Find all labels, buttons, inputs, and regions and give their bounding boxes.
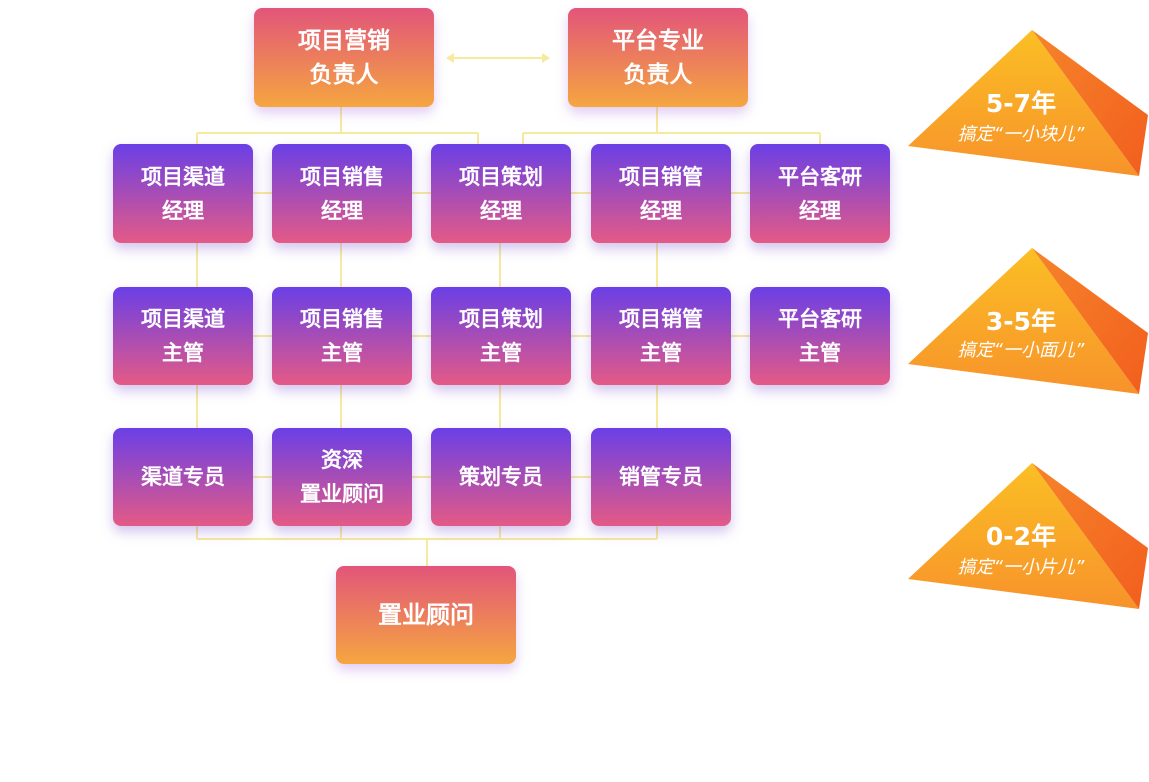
sales-admin-specialist-box: 销管专员 — [591, 428, 731, 526]
planning-specialist-box: 策划专员 — [431, 428, 571, 526]
box-line1: 策划专员 — [459, 465, 543, 489]
box-line2: 经理 — [321, 198, 363, 223]
pyramid-years: 3-5年 — [985, 307, 1057, 336]
platform-professional-lead-line2: 负责人 — [623, 61, 693, 88]
box-line1: 项目策划 — [459, 307, 543, 331]
planning-manager-box: 项目策划 经理 — [431, 144, 571, 243]
box-line2: 经理 — [799, 198, 841, 223]
property-consultant-box: 置业顾问 — [336, 566, 516, 664]
pyramid-years: 5-7年 — [985, 89, 1057, 118]
pyramid-5-7-years: 5-7年 搞定“一小块儿” — [908, 30, 1148, 178]
box-line2: 主管 — [321, 341, 363, 365]
pyramid-shape — [908, 30, 1148, 176]
pyramid-desc: 搞定“一小片儿” — [957, 557, 1085, 578]
box-line1: 项目销售 — [300, 164, 384, 189]
customer-research-manager-box: 平台客研 经理 — [750, 144, 890, 243]
channel-supervisor-box: 项目渠道 主管 — [113, 287, 253, 385]
pyramid-years: 0-2年 — [985, 522, 1057, 551]
pyramid-3-5-years: 3-5年 搞定“一小面儿” — [908, 248, 1148, 396]
platform-professional-lead-box: 平台专业 负责人 — [568, 8, 748, 107]
sales-manager-box: 项目销售 经理 — [272, 144, 412, 243]
pyramid-desc: 搞定“一小面儿” — [957, 340, 1085, 361]
box-line2: 经理 — [480, 198, 522, 223]
box-line1: 渠道专员 — [141, 465, 225, 489]
project-marketing-lead-line1: 项目营销 — [298, 27, 390, 54]
planning-supervisor-box: 项目策划 主管 — [431, 287, 571, 385]
pyramid-0-2-years: 0-2年 搞定“一小片儿” — [908, 463, 1148, 611]
box-line2: 经理 — [640, 198, 682, 223]
sales-admin-manager-box: 项目销管 经理 — [591, 144, 731, 243]
pyramid-shape — [908, 463, 1148, 609]
platform-professional-lead-line1: 平台专业 — [612, 27, 704, 54]
box-line1: 销管专员 — [619, 465, 703, 489]
project-marketing-lead-box: 项目营销 负责人 — [254, 8, 434, 107]
box-line2: 主管 — [799, 341, 841, 365]
sales-admin-supervisor-box: 项目销管 主管 — [591, 287, 731, 385]
project-marketing-lead-line2: 负责人 — [309, 61, 379, 88]
box-line2: 置业顾问 — [300, 482, 384, 506]
sales-supervisor-box: 项目销售 主管 — [272, 287, 412, 385]
box-line1: 项目销管 — [619, 164, 703, 189]
pyramid-desc: 搞定“一小块儿” — [957, 124, 1085, 145]
box-line1: 项目销管 — [619, 307, 703, 331]
box-line2: 主管 — [480, 341, 522, 365]
pyramid-shape — [908, 248, 1148, 394]
box-line1: 资深 — [321, 448, 363, 472]
channel-specialist-box: 渠道专员 — [113, 428, 253, 526]
double-arrow-icon — [446, 53, 550, 63]
box-line2: 主管 — [162, 341, 204, 365]
box-line1: 项目销售 — [300, 307, 384, 331]
channel-manager-box: 项目渠道 经理 — [113, 144, 253, 243]
customer-research-supervisor-box: 平台客研 主管 — [750, 287, 890, 385]
box-line1: 置业顾问 — [378, 601, 474, 629]
box-line1: 平台客研 — [778, 164, 862, 189]
box-line1: 项目渠道 — [141, 307, 225, 331]
box-line1: 平台客研 — [778, 307, 862, 331]
box-line2: 主管 — [640, 341, 682, 365]
senior-consultant-box: 资深 置业顾问 — [272, 428, 412, 526]
box-line1: 项目渠道 — [141, 164, 225, 189]
box-line1: 项目策划 — [459, 164, 543, 189]
box-line2: 经理 — [162, 198, 204, 223]
